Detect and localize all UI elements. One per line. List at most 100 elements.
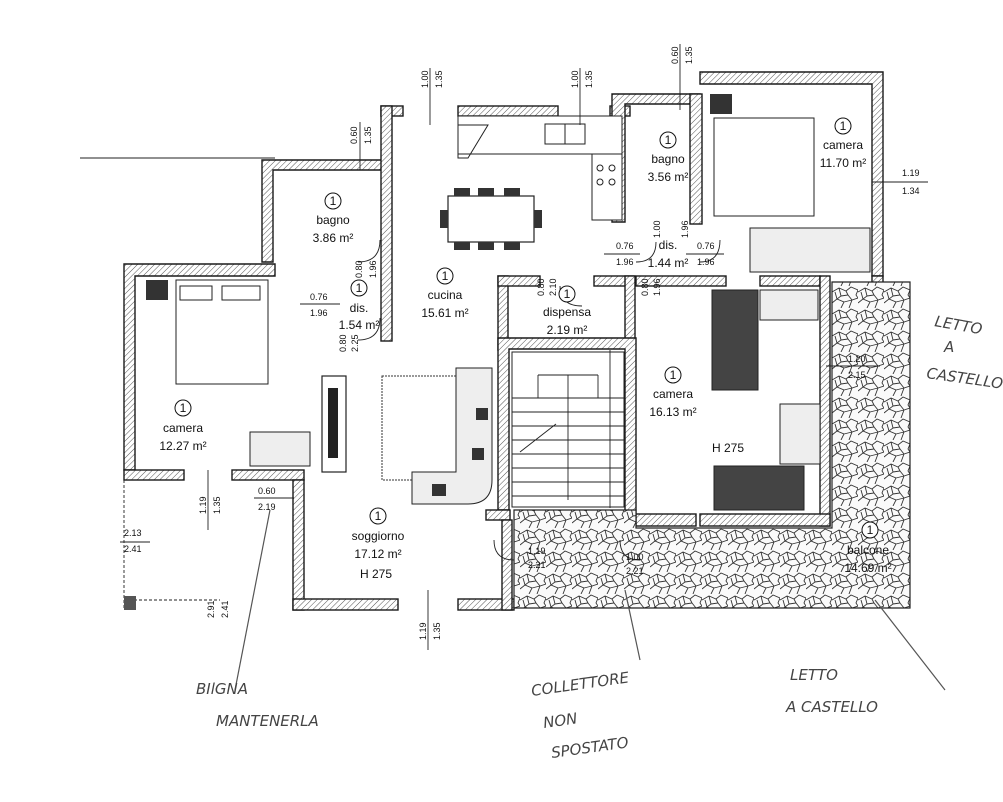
dim-d16-top: 2.91 — [206, 600, 216, 618]
room-area: 1.54 m² — [339, 318, 380, 332]
room-name: dispensa — [543, 305, 591, 319]
room-name: dis. — [659, 238, 678, 252]
room-number: 1 — [375, 509, 382, 523]
dim-d2-bottom: 1.35 — [584, 70, 594, 88]
dim-d21-bottom: 1.96 — [680, 220, 690, 238]
note-top-right-line1: LETTO — [933, 312, 984, 338]
exterior-walls — [123, 71, 884, 611]
dimension-labels: 1.00 1.35 1.00 1.35 0.60 1.35 0.60 1.35 … — [120, 44, 928, 650]
room-area: 1.44 m² — [648, 256, 689, 270]
room-number: 1 — [330, 194, 337, 208]
room-number: 1 — [840, 119, 847, 133]
bunk-bed-right — [711, 289, 821, 511]
room-bagno-left: 1 bagno 3.86 m² — [313, 192, 353, 245]
sofa — [381, 367, 493, 505]
dim-d12-bottom: 2.25 — [350, 334, 360, 352]
note-left-line2: MANTENERLA — [216, 712, 319, 730]
room-dispensa: 1 dispensa 2.19 m² — [543, 285, 591, 337]
dim-d6-top: 0.76 — [310, 292, 328, 302]
room-area: 3.56 m² — [648, 170, 689, 184]
room-number: 1 — [564, 287, 571, 301]
note-right-line1: LETTO — [790, 666, 838, 684]
dim-d5-bottom: 1.34 — [902, 186, 920, 196]
dim-d1-bottom: 1.35 — [434, 70, 444, 88]
note-left: BIlGNA MANTENERLA — [196, 509, 319, 730]
note-top-right: LETTO A CASTELLO — [925, 312, 1003, 392]
room-name: dis. — [350, 301, 369, 315]
room-cucina: 1 cucina 15.61 m² — [421, 267, 469, 320]
dim-d17-top: 1.19 — [418, 622, 428, 640]
room-number: 1 — [442, 269, 449, 283]
dim-d19-bottom: 2.21 — [626, 566, 644, 576]
dim-d16-bottom: 2.41 — [220, 600, 230, 618]
dim-d2-top: 1.00 — [570, 70, 580, 88]
room-number: 1 — [665, 133, 672, 147]
dim-d13-top: 1.19 — [198, 496, 208, 514]
room-dis-left: 1 dis. 1.54 m² — [339, 279, 380, 332]
room-name: soggiorno — [352, 529, 405, 543]
dim-d8-top: 0.76 — [697, 241, 715, 251]
dim-d11-bottom: 1.96 — [652, 278, 662, 296]
dim-d18-top: 1.19 — [528, 546, 546, 556]
room-area: 16.13 m² — [649, 405, 696, 419]
dim-d10-bottom: 2.10 — [548, 278, 558, 296]
dim-d13-bottom: 1.35 — [212, 496, 222, 514]
note-middle-line1: COLLETTORE — [530, 668, 631, 700]
dim-d7-top: 0.76 — [616, 241, 634, 251]
staircase — [511, 350, 625, 508]
room-height: H 275 — [712, 441, 744, 455]
room-name: camera — [163, 421, 203, 435]
room-name: camera — [653, 387, 693, 401]
dim-d5-top: 1.19 — [902, 168, 920, 178]
room-balcone: 1 balcone 14.69 m² — [844, 521, 892, 575]
dim-d18-bottom: 2.21 — [528, 560, 546, 570]
room-name: camera — [823, 138, 863, 152]
dim-d20-bottom: 2.15 — [848, 370, 866, 380]
dim-d9-bottom: 1.96 — [368, 260, 378, 278]
dim-d7-bottom: 1.96 — [616, 257, 634, 267]
note-top-right-line3: CASTELLO — [925, 364, 1003, 393]
dining-table — [440, 188, 542, 250]
note-right-line2: A CASTELLO — [785, 698, 878, 716]
room-name: cucina — [428, 288, 463, 302]
room-camera-right: 1 camera 16.13 m² H 275 — [649, 366, 744, 455]
room-number: 1 — [670, 368, 677, 382]
dim-d6-bottom: 1.96 — [310, 308, 328, 318]
dim-d11-top: 0.80 — [640, 278, 650, 296]
dim-d14-top: 0.60 — [258, 486, 276, 496]
room-camera-left: 1 camera 12.27 m² — [159, 399, 207, 453]
room-bagno-right: 1 bagno 3.56 m² — [648, 131, 689, 184]
room-area: 17.12 m² — [354, 547, 401, 561]
dim-d20-top: 1.20 — [848, 354, 866, 364]
room-name: bagno — [651, 152, 685, 166]
room-area: 2.19 m² — [547, 323, 588, 337]
room-name: bagno — [316, 213, 350, 227]
room-dis-right: dis. 1.44 m² — [648, 238, 689, 270]
dim-d15-bottom: 2.41 — [124, 544, 142, 554]
room-area: 15.61 m² — [421, 306, 468, 320]
dim-d15-top: 2.13 — [124, 528, 142, 538]
dim-d10-top: 0.80 — [536, 278, 546, 296]
dim-d21-top: 1.00 — [652, 220, 662, 238]
room-camera-top-right: 1 camera 11.70 m² — [820, 117, 866, 170]
room-soggiorno: 1 soggiorno 17.12 m² H 275 — [352, 507, 405, 581]
dim-d9-top: 0.80 — [354, 260, 364, 278]
bed-top-right — [710, 94, 871, 273]
dim-d17-bottom: 1.35 — [432, 622, 442, 640]
room-number: 1 — [867, 523, 874, 537]
dim-d12-top: 0.80 — [338, 334, 348, 352]
balcony-floor — [513, 281, 911, 609]
note-middle: COLLETTORE NON SPOSTATO — [530, 589, 641, 762]
kitchen-counter — [457, 115, 623, 221]
dim-d3-top: 0.60 — [670, 46, 680, 64]
note-right: LETTO A CASTELLO — [785, 599, 946, 716]
room-number: 1 — [356, 281, 363, 295]
bed-left — [146, 279, 311, 467]
note-left-line1: BIlGNA — [196, 680, 248, 698]
room-height: H 275 — [360, 567, 392, 581]
dim-d8-bottom: 1.96 — [697, 257, 715, 267]
dim-d19-top: 1.00 — [626, 552, 644, 562]
note-middle-line3: SPOSTATO — [550, 733, 630, 762]
dim-d4-top: 0.60 — [349, 126, 359, 144]
dim-d4-bottom: 1.35 — [363, 126, 373, 144]
